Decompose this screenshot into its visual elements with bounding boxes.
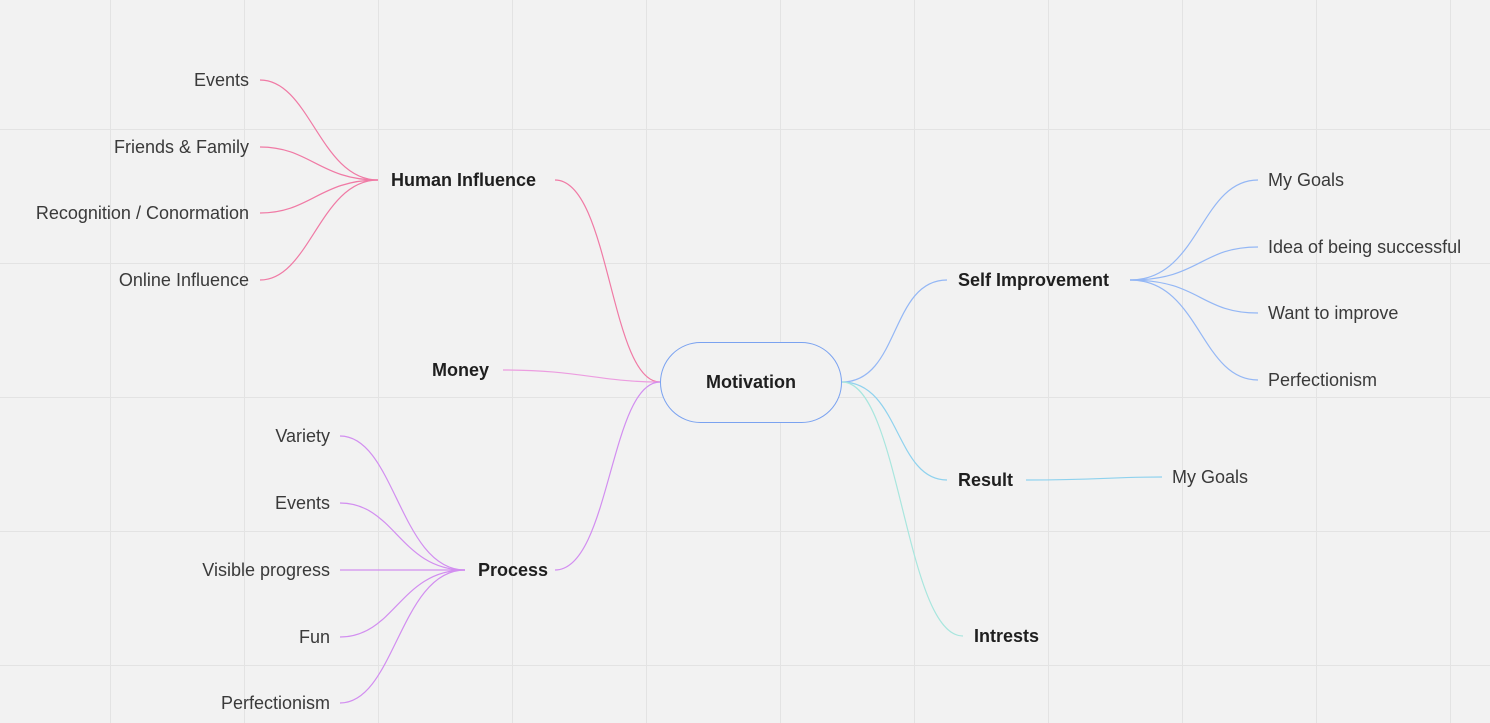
connector-si-goals bbox=[1129, 179, 1259, 281]
connector-process-perfectionism bbox=[339, 569, 466, 704]
node-process-fun[interactable]: Fun bbox=[298, 627, 330, 647]
connector-hi-recognition bbox=[259, 179, 379, 214]
node-result[interactable]: Result bbox=[958, 470, 1014, 490]
node-process-visible-progress[interactable]: Visible progress bbox=[202, 560, 330, 580]
node-process-variety[interactable]: Variety bbox=[275, 426, 330, 446]
node-hi-online-influence[interactable]: Online Influence bbox=[118, 270, 249, 290]
node-intrests[interactable]: Intrests bbox=[974, 626, 1040, 646]
connector-si-perfectionism bbox=[1129, 279, 1259, 381]
node-human-influence[interactable]: Human Influence bbox=[391, 170, 537, 190]
node-result-my-goals[interactable]: My Goals bbox=[1172, 467, 1249, 487]
node-hi-events[interactable]: Events bbox=[193, 70, 249, 90]
connector-hi-root bbox=[554, 179, 661, 383]
connector-process-root bbox=[554, 381, 661, 571]
connector-intrests-root bbox=[841, 381, 964, 637]
root-node-motivation[interactable]: Motivation bbox=[660, 342, 842, 423]
node-self-improvement[interactable]: Self Improvement bbox=[958, 270, 1110, 290]
node-process-events[interactable]: Events bbox=[274, 493, 330, 513]
node-si-idea-successful[interactable]: Idea of being successful bbox=[1268, 237, 1462, 257]
node-si-want-improve[interactable]: Want to improve bbox=[1268, 303, 1399, 323]
node-si-perfectionism[interactable]: Perfectionism bbox=[1268, 370, 1378, 390]
connector-si-improve bbox=[1129, 279, 1259, 314]
node-si-my-goals[interactable]: My Goals bbox=[1268, 170, 1345, 190]
connector-si-idea bbox=[1129, 246, 1259, 281]
node-process[interactable]: Process bbox=[478, 560, 549, 580]
connector-process-variety bbox=[339, 435, 466, 571]
node-process-perfectionism[interactable]: Perfectionism bbox=[220, 693, 330, 713]
connector-hi-online bbox=[259, 179, 379, 281]
node-money[interactable]: Money bbox=[432, 360, 490, 380]
connector-money-root bbox=[502, 369, 661, 383]
node-hi-friends-family[interactable]: Friends & Family bbox=[113, 137, 249, 157]
connector-hi-friends bbox=[259, 146, 379, 181]
connector-process-fun bbox=[339, 569, 466, 638]
connector-result-root bbox=[841, 381, 948, 481]
connector-si-root bbox=[841, 279, 948, 383]
node-hi-recognition[interactable]: Recognition / Conormation bbox=[35, 203, 249, 223]
root-node-label: Motivation bbox=[706, 372, 796, 392]
connector-process-events bbox=[339, 502, 466, 571]
connector-hi-events bbox=[259, 79, 379, 181]
connector-result-goals bbox=[1025, 476, 1163, 481]
